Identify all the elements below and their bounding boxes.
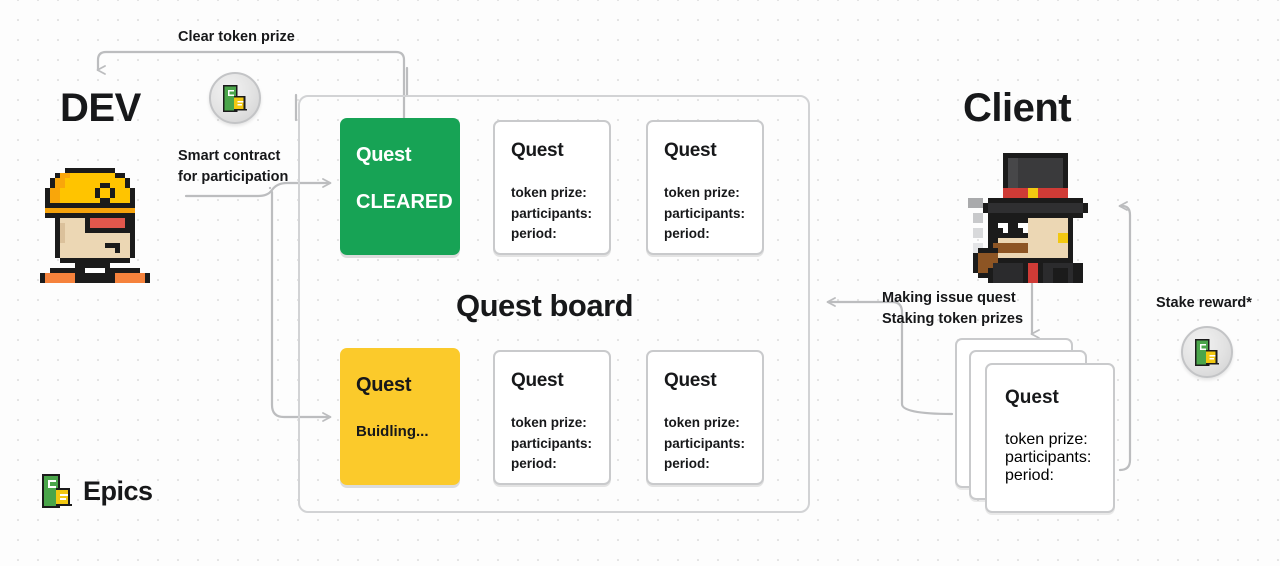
quest-stack-period: period: (1005, 467, 1054, 484)
quest-card-period: period: (664, 456, 710, 471)
actor-title-dev: DEV (60, 86, 141, 130)
label-staking-token-prizes: Staking token prizes (882, 311, 1024, 327)
actor-title-client: Client (963, 86, 1072, 130)
label-smart-contract-line1: Smart contract (178, 148, 281, 164)
quest-card-title: Quest (511, 140, 564, 161)
label-smart-contract-line2: for participation (178, 169, 289, 185)
quest-card-cleared-title: Quest (356, 144, 412, 166)
quest-board-title: Quest board (456, 288, 634, 323)
quest-stack-token-prize: token prize: (1005, 431, 1088, 448)
quest-card-period: period: (511, 456, 557, 471)
quest-card[interactable]: Quest token prize: participants: period: (493, 350, 611, 485)
quest-card-token-prize: token prize: (511, 415, 587, 430)
quest-card[interactable]: Quest token prize: participants: period: (646, 350, 764, 485)
brand-name: Epics (83, 475, 153, 506)
quest-card-token-prize: token prize: (511, 185, 587, 200)
quest-card-participants: participants: (511, 435, 593, 451)
label-smart-contract: Smart contract for participation (178, 146, 288, 188)
quest-card-title: Quest (511, 370, 564, 391)
label-making-issue-quest: Making issue quest Staking token prizes (882, 288, 1023, 330)
label-clear-token-prize: Clear token prize (178, 29, 295, 45)
quest-card-participants: participants: (664, 435, 746, 451)
quest-stack-participants: participants: (1005, 449, 1092, 466)
quest-card-title: Quest (664, 370, 717, 391)
client-pixel-avatar-icon (963, 148, 1103, 283)
quest-card-token-prize: token prize: (664, 185, 740, 200)
quest-card-cleared[interactable]: Quest CLEARED (340, 118, 460, 255)
quest-card-period: period: (664, 226, 710, 241)
client-quest-stack[interactable]: Quest token prize: participants: period: (955, 338, 1115, 513)
quest-card-building-title: Quest (356, 374, 412, 396)
dev-pixel-avatar-icon (30, 158, 160, 283)
epics-token-coin-icon (1181, 326, 1233, 378)
epics-logo-icon (42, 474, 72, 508)
quest-card[interactable]: Quest token prize: participants: period: (646, 120, 764, 255)
quest-card-building-status: Buidling... (356, 423, 429, 440)
quest-card-participants: participants: (664, 205, 746, 221)
quest-card[interactable]: Quest token prize: participants: period: (493, 120, 611, 255)
quest-card-participants: participants: (511, 205, 593, 221)
quest-card-cleared-status: CLEARED (356, 191, 453, 213)
epics-token-coin-icon (209, 72, 261, 124)
quest-board-panel (298, 95, 810, 513)
quest-card-title: Quest (664, 140, 717, 161)
label-making-issue-quest-line1: Making issue quest (882, 290, 1016, 306)
label-stake-reward: Stake reward* (1156, 295, 1252, 311)
quest-card-period: period: (511, 226, 557, 241)
quest-stack-card-front[interactable]: Quest token prize: participants: period: (985, 363, 1115, 513)
quest-stack-card-title: Quest (1005, 387, 1059, 408)
brand-logo: Epics (42, 474, 153, 508)
quest-card-building[interactable]: Quest Buidling... (340, 348, 460, 485)
quest-card-token-prize: token prize: (664, 415, 740, 430)
